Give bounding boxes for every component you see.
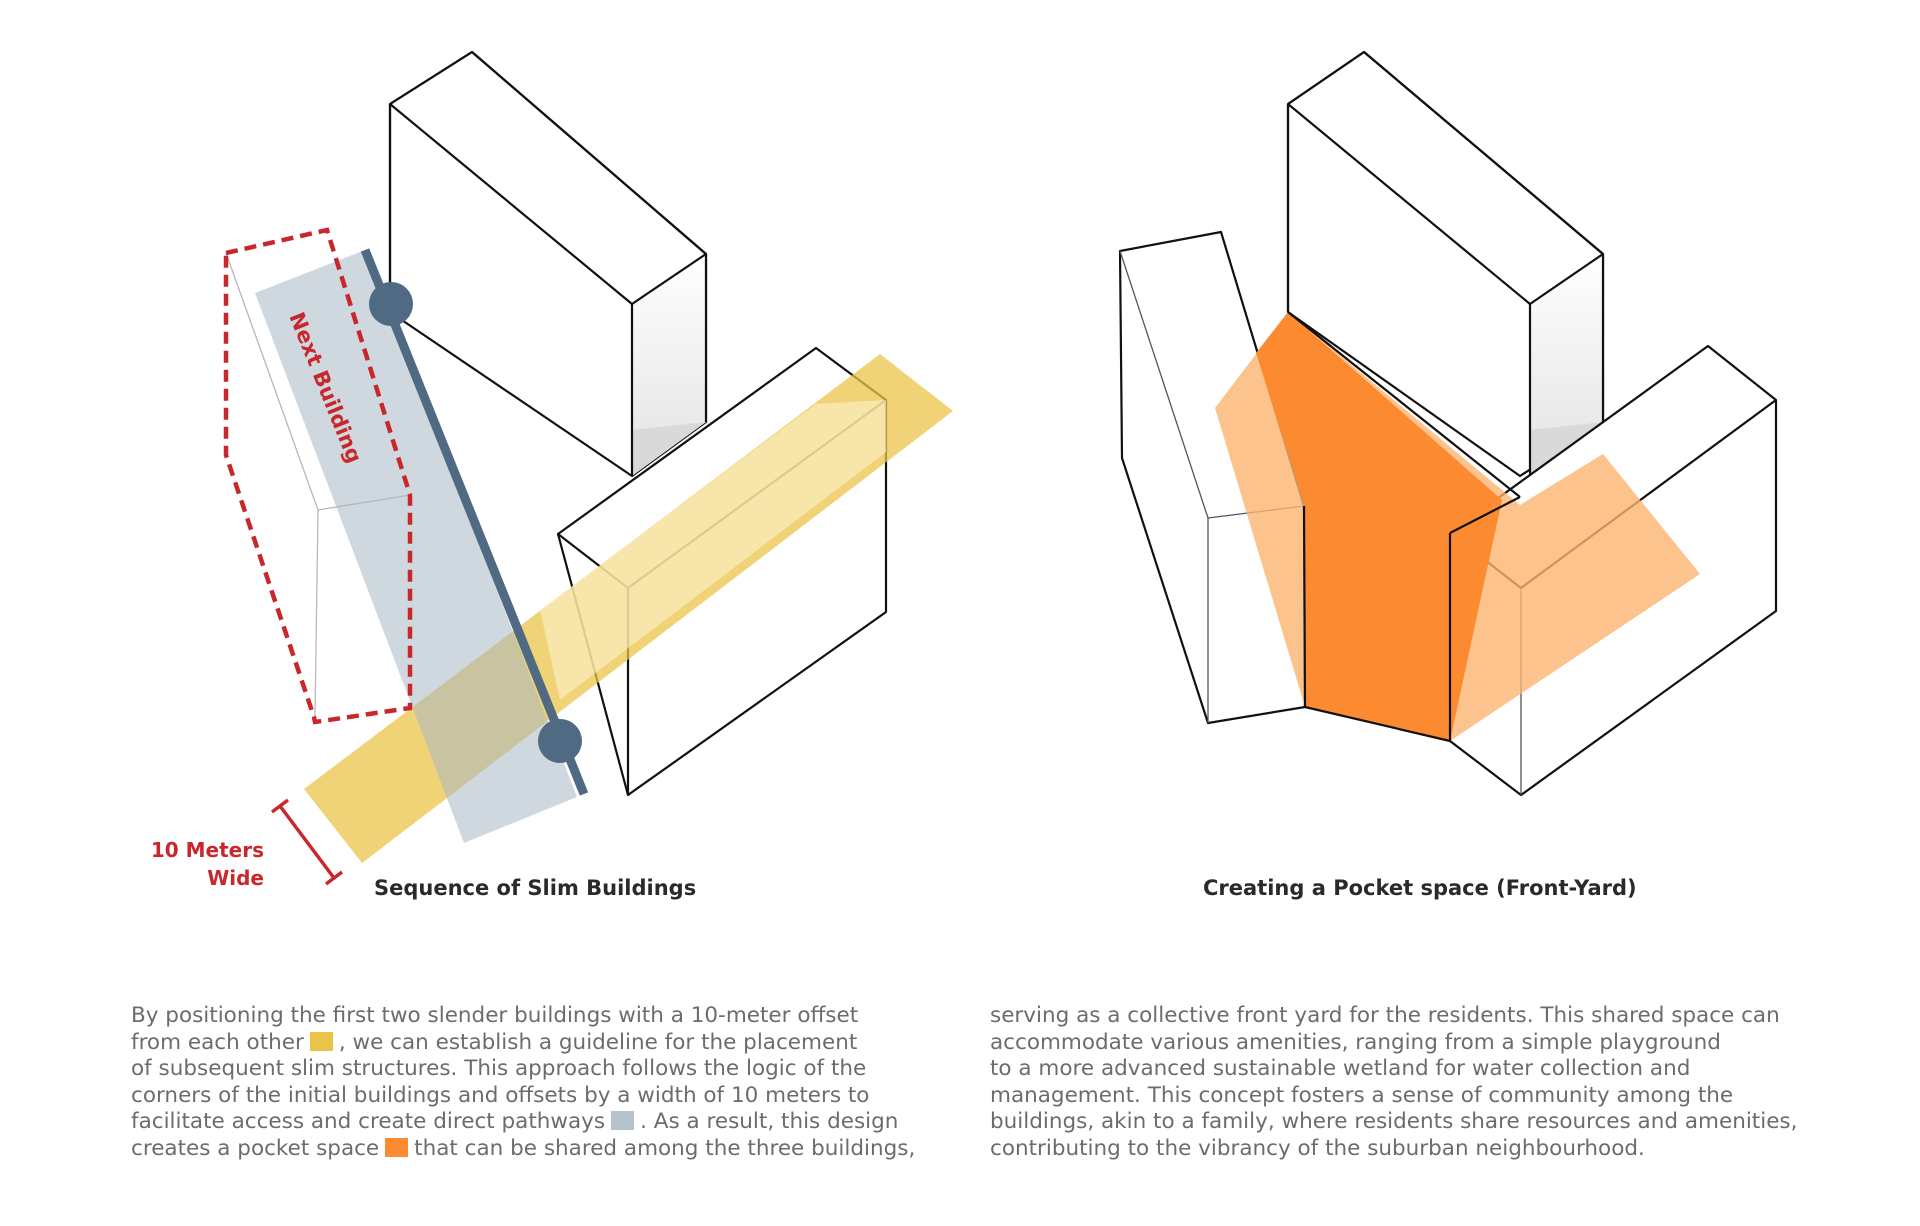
- building-a: [388, 50, 708, 478]
- desc-left-line-5: facilitate access and create direct path…: [131, 1109, 915, 1136]
- dimension-marker: [270, 798, 344, 886]
- desc-left-line-2b: , we can establish a guideline for the p…: [338, 1029, 858, 1055]
- anchor-point-bottom: [538, 719, 582, 763]
- anchor-point-top: [369, 282, 413, 326]
- desc-left-line-5b: . As a result, this design: [640, 1109, 899, 1135]
- dimension-label-line2: Wide: [207, 866, 264, 890]
- desc-left-line-1: By positioning the first two slender bui…: [131, 1003, 859, 1028]
- left-diagram: Next Building: [223, 50, 953, 886]
- desc-left-line-2: from each other , we can establish a guid…: [131, 1030, 915, 1057]
- offset-strip-light: [540, 400, 886, 700]
- desc-right-line-6: contributing to the vibrancy of the subu…: [990, 1135, 1645, 1161]
- dimension-label-line1: 10 Meters: [150, 838, 264, 862]
- right-diagram-caption: Creating a Pocket space (Front-Yard): [1203, 876, 1637, 900]
- description-right: serving as a collective front yard for t…: [990, 1003, 1797, 1163]
- yellow-offset-swatch-icon: [309, 1031, 333, 1051]
- desc-left-line-3: of subsequent slim structures. This appr…: [131, 1056, 867, 1082]
- description-left: By positioning the first two slender bui…: [131, 1003, 915, 1163]
- building-back: [1286, 50, 1605, 478]
- right-diagram: [1118, 50, 1778, 797]
- desc-left-line-6b: that can be shared among the three build…: [414, 1135, 916, 1161]
- desc-left-line-2a: from each other: [131, 1029, 304, 1055]
- desc-right-line-4: management. This concept fosters a sense…: [990, 1082, 1734, 1108]
- orange-pocket-swatch-icon: [385, 1137, 409, 1157]
- desc-left-line-4: corners of the initial buildings and off…: [131, 1082, 870, 1108]
- desc-right-line-3: to a more advanced sustainable wetland f…: [990, 1056, 1691, 1082]
- left-diagram-caption: Sequence of Slim Buildings: [374, 876, 697, 900]
- pathway-guide-line: [360, 248, 589, 796]
- desc-right-line-1: serving as a collective front yard for t…: [990, 1003, 1780, 1028]
- desc-left-line-5a: facilitate access and create direct path…: [131, 1109, 606, 1135]
- pathway-strip: [255, 250, 577, 843]
- desc-left-line-6: creates a pocket space that can be shared…: [131, 1136, 915, 1163]
- desc-left-line-6a: creates a pocket space: [131, 1135, 380, 1161]
- desc-right-line-2: accommodate various amenities, ranging f…: [990, 1029, 1721, 1055]
- desc-right-line-5: buildings, akin to a family, where resid…: [990, 1109, 1798, 1135]
- grey-pathway-swatch-icon: [611, 1111, 635, 1131]
- dimension-label: 10 Meters Wide: [140, 836, 264, 892]
- pocket-space: [1256, 312, 1502, 741]
